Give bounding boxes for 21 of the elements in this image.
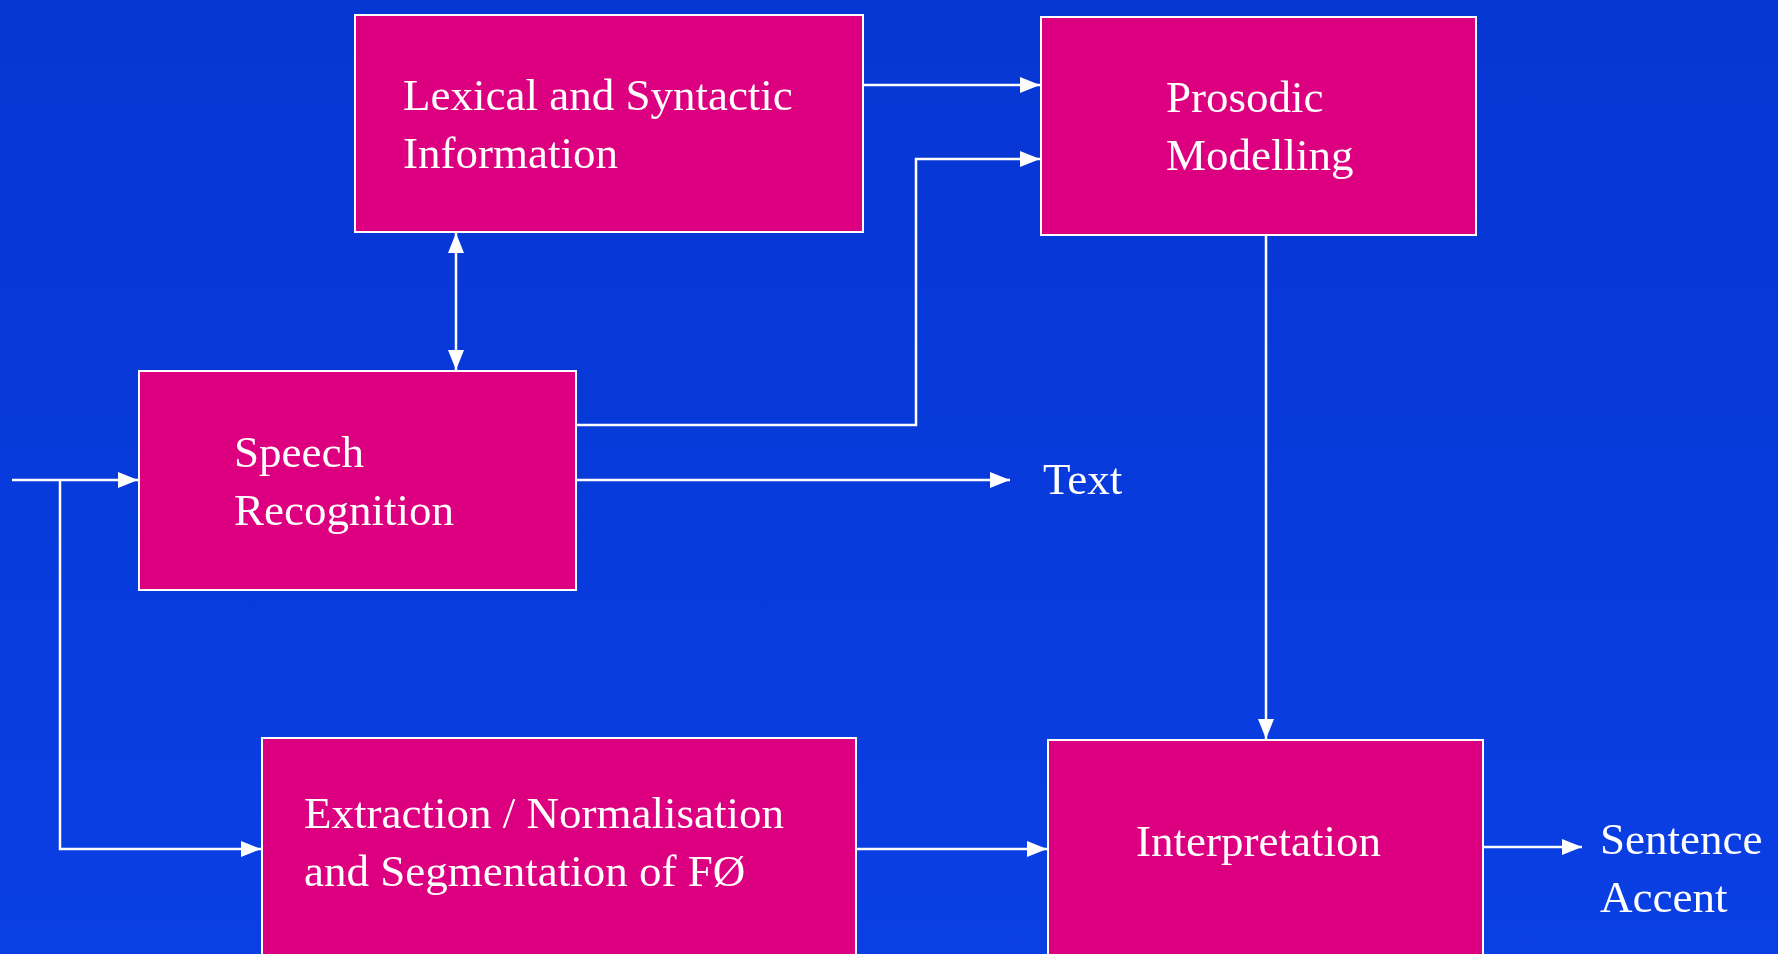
box-label: Lexical and Syntactic Information <box>403 68 794 180</box>
arrow <box>577 472 1010 488</box>
box-label: Prosodic Modelling <box>1166 71 1355 182</box>
output-label: Sentence Accent <box>1582 810 1778 930</box>
arrow <box>58 480 261 857</box>
process-box <box>138 370 577 591</box>
box-label: Interpretation <box>1136 815 1382 868</box>
output-label: Text <box>1010 450 1160 510</box>
process-box <box>1047 739 1484 954</box>
arrow <box>577 151 1040 427</box>
arrow <box>864 77 1040 93</box>
process-box <box>354 14 864 233</box>
box-label: Extraction / Normalisation and Segmentation of FØ <box>304 787 785 898</box>
arrow <box>1484 839 1582 855</box>
arrow <box>857 841 1047 857</box>
process-box <box>1040 16 1477 236</box>
arrow <box>1258 236 1274 739</box>
process-box <box>261 737 857 954</box>
box-label: Speech Recognition <box>234 425 455 537</box>
arrow <box>448 233 464 370</box>
arrow <box>12 472 138 488</box>
